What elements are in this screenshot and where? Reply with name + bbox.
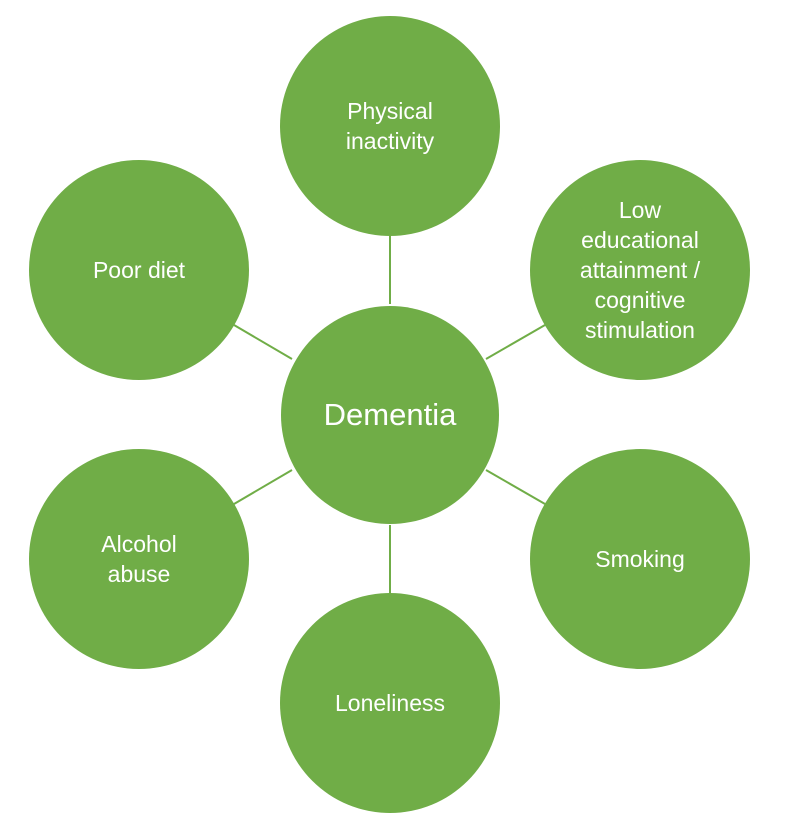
factor-label: Loneliness bbox=[335, 690, 445, 716]
center-node-dementia: Dementia bbox=[281, 306, 499, 524]
center-label: Dementia bbox=[323, 397, 457, 432]
factor-label: Smoking bbox=[595, 546, 685, 572]
factor-node-loneliness: Loneliness bbox=[280, 593, 500, 813]
factor-label: Physical inactivity bbox=[345, 98, 435, 154]
connector-alcohol-abuse bbox=[233, 469, 293, 505]
factor-label: Alcohol abuse bbox=[101, 531, 177, 587]
connector-low-educational-attainment bbox=[485, 324, 546, 360]
connector-smoking bbox=[485, 469, 546, 505]
factor-node-smoking: Smoking bbox=[530, 449, 750, 669]
factor-label: Poor diet bbox=[92, 257, 186, 283]
connector-poor-diet bbox=[233, 324, 293, 360]
factor-node-low-educational-attainment: Low educational attainment / cognitive s… bbox=[530, 160, 750, 380]
factor-node-poor-diet: Poor diet bbox=[29, 160, 249, 380]
factor-node-alcohol-abuse: Alcohol abuse bbox=[29, 449, 249, 669]
factor-label: Low educational attainment / cognitive s… bbox=[579, 197, 701, 343]
factor-node-physical-inactivity: Physical inactivity bbox=[280, 16, 500, 236]
